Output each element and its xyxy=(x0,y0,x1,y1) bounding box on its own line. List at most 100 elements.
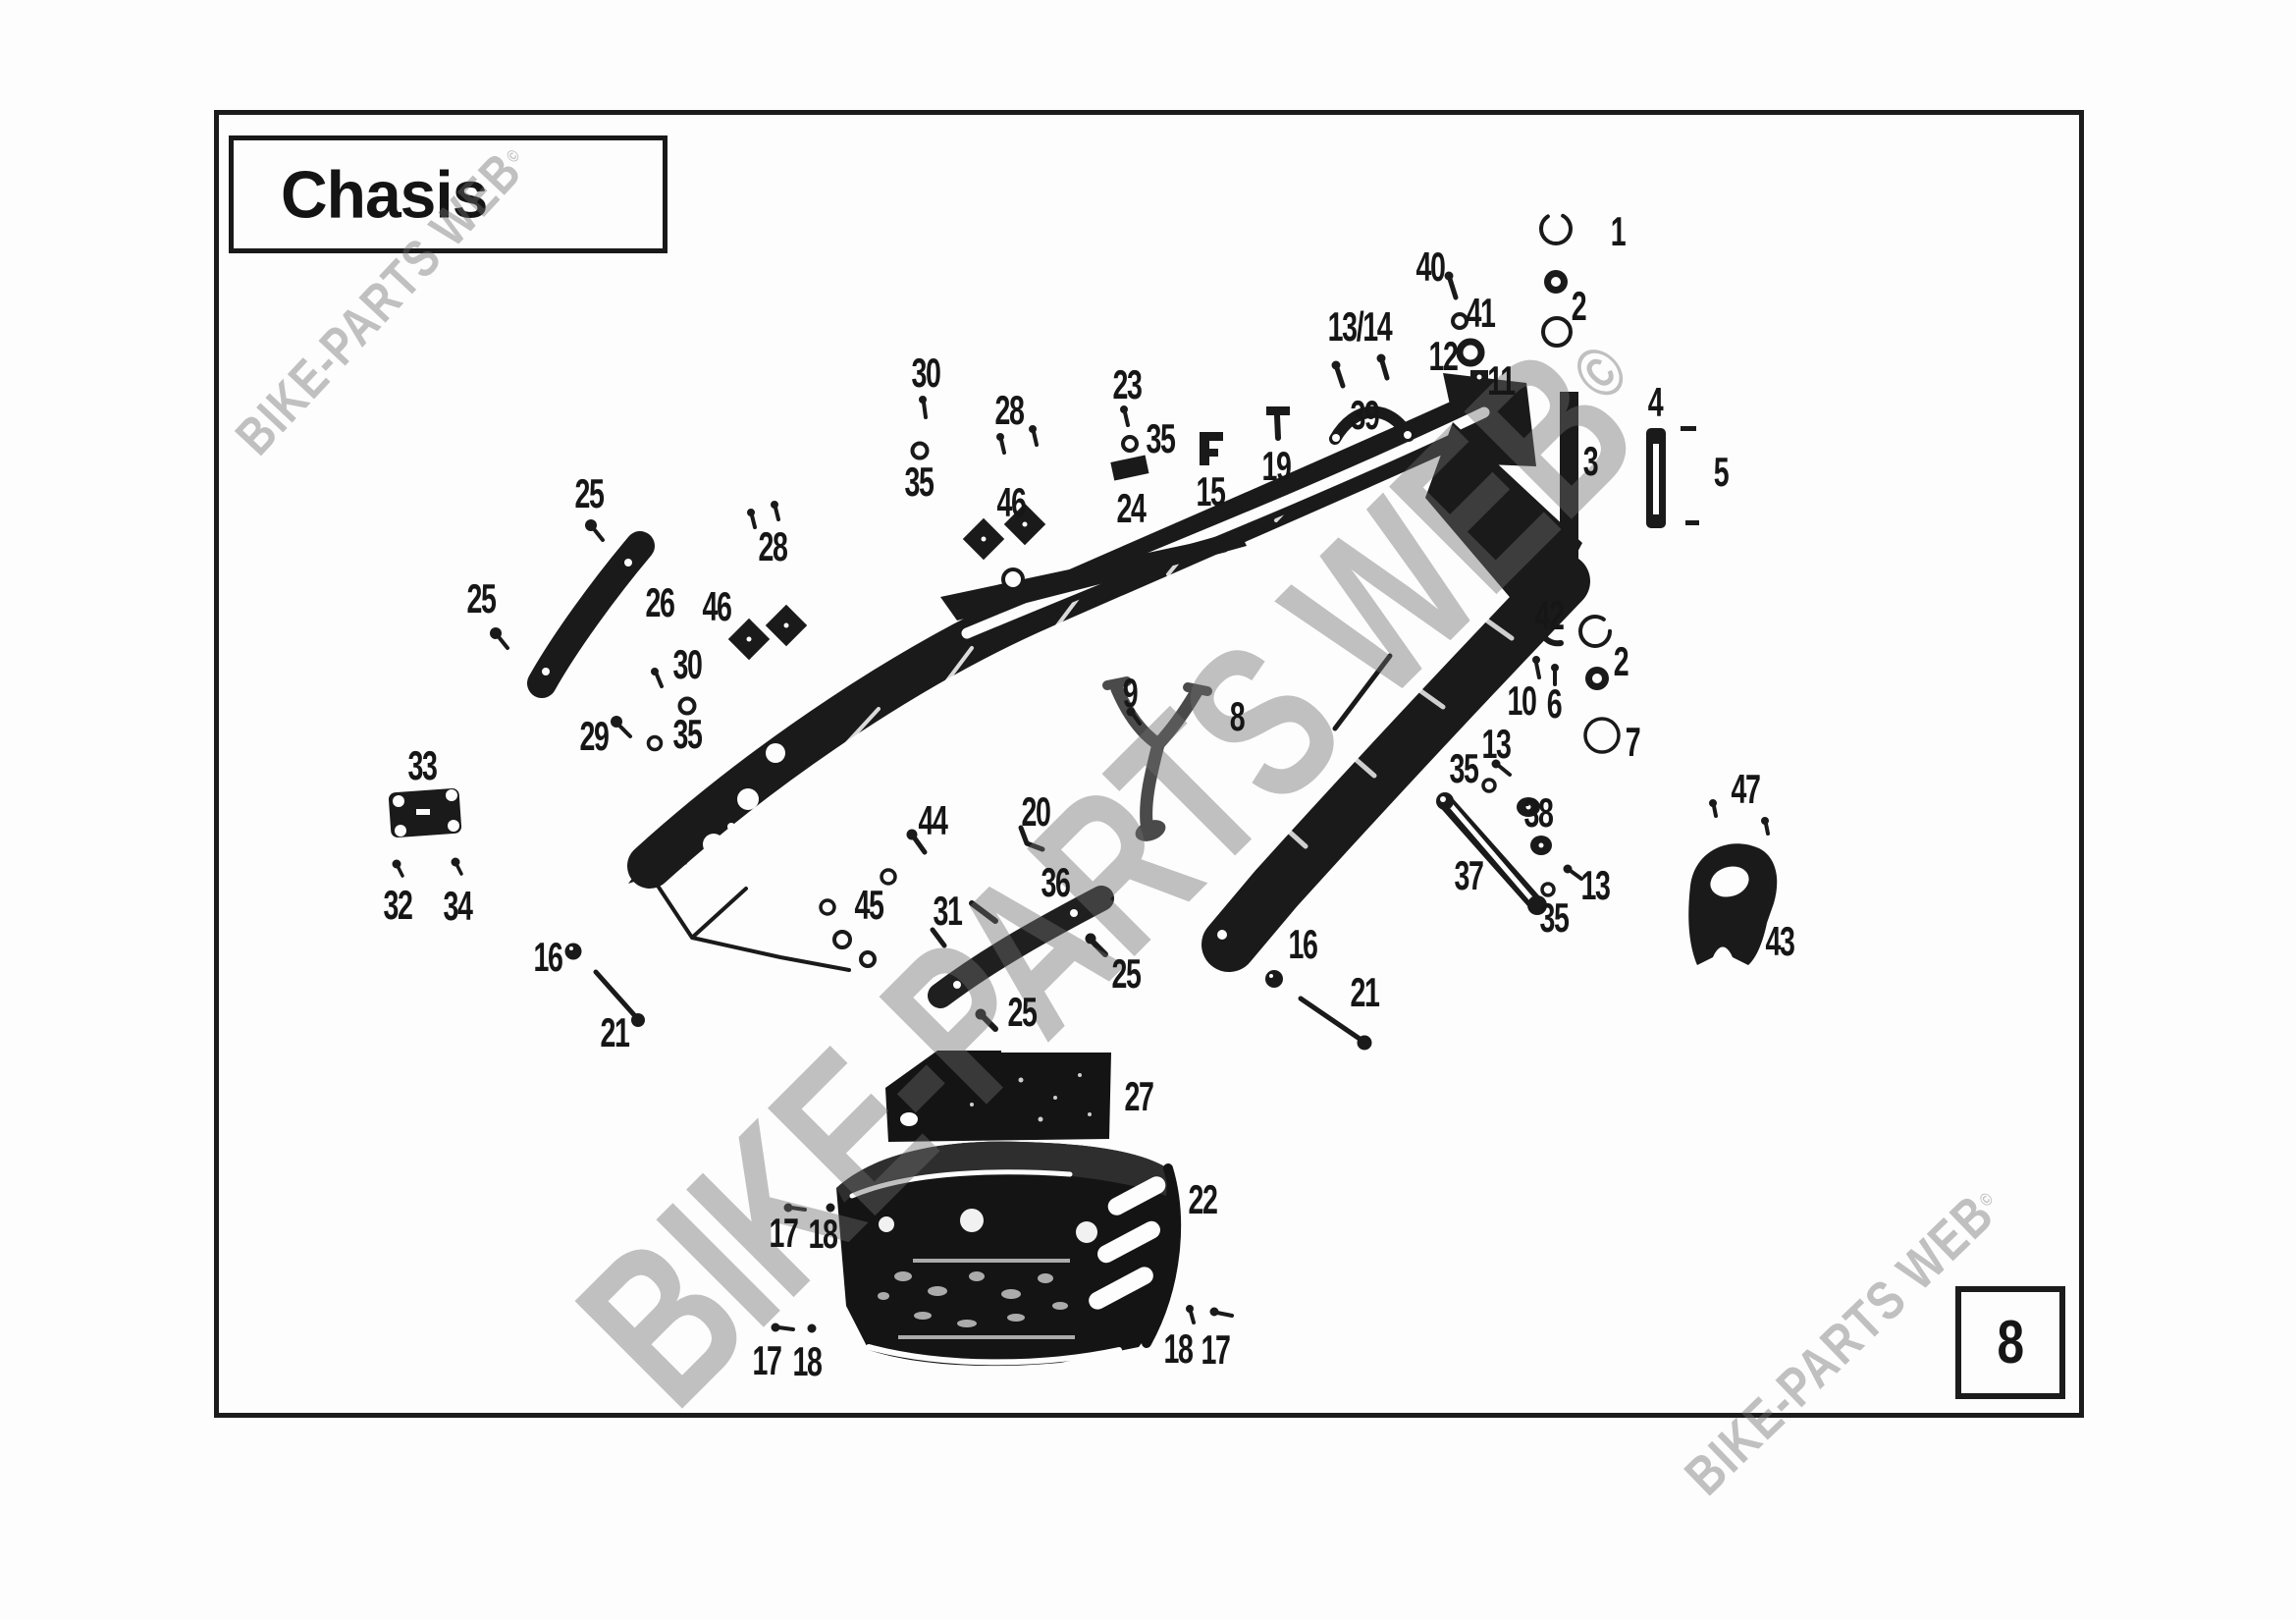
page-border xyxy=(214,110,2084,1418)
part-clamp-43 xyxy=(1688,843,1778,965)
part-clip-15 xyxy=(1200,432,1223,465)
part-screws-17-18-right xyxy=(1186,1305,1234,1324)
part-washer-41 xyxy=(1451,312,1468,330)
part-screw-30b xyxy=(910,396,930,460)
part-screw-10 xyxy=(1532,656,1541,679)
part-callout-16: 16 xyxy=(1288,921,1317,967)
part-callout-33: 33 xyxy=(407,742,437,788)
part-screw-9 xyxy=(1126,707,1142,726)
part-screws-47 xyxy=(1709,799,1770,836)
part-screw-19 xyxy=(1266,406,1290,441)
part-screws-28a xyxy=(996,425,1039,455)
part-plate-24 xyxy=(1110,455,1149,481)
part-bolt-16a xyxy=(564,943,582,960)
part-callout-29: 29 xyxy=(579,713,609,759)
page-number: 8 xyxy=(1997,1309,2024,1377)
part-callout-19: 19 xyxy=(1261,443,1291,489)
part-pin-21b xyxy=(1298,996,1372,1051)
part-callout-6: 6 xyxy=(1546,680,1563,727)
part-bar-3 xyxy=(1560,392,1578,578)
part-screw-32 xyxy=(392,859,404,878)
part-callout-13-14: 13/14 xyxy=(1327,303,1393,350)
part-callout-28: 28 xyxy=(994,387,1024,433)
part-pads-46a xyxy=(727,604,808,661)
part-screw-34 xyxy=(451,857,463,876)
part-callout-21: 21 xyxy=(1350,969,1379,1015)
part-callout-18: 18 xyxy=(792,1338,822,1384)
part-callout-32: 32 xyxy=(383,882,412,928)
part-screw-25b xyxy=(490,627,509,650)
part-callout-10: 10 xyxy=(1507,677,1536,724)
part-callout-41: 41 xyxy=(1466,290,1495,336)
part-callout-11: 11 xyxy=(1487,357,1516,404)
part-callout-25: 25 xyxy=(1007,989,1037,1035)
part-callout-3: 3 xyxy=(1582,438,1599,484)
part-callout-30: 30 xyxy=(911,350,940,396)
part-callout-13: 13 xyxy=(1580,862,1610,908)
part-callout-39: 39 xyxy=(1350,392,1379,438)
part-screws-17-18-lower xyxy=(771,1323,817,1333)
part-callout-2: 2 xyxy=(1571,283,1587,329)
part-circlip-1 xyxy=(1539,212,1573,245)
frame-front-prong xyxy=(940,530,1247,621)
part-grommet-2c xyxy=(1585,667,1609,690)
part-screw-25d xyxy=(975,1008,998,1032)
part-callout-35: 35 xyxy=(904,459,934,505)
part-plate-33 xyxy=(388,788,462,837)
part-callout-7: 7 xyxy=(1625,719,1641,765)
part-callout-44: 44 xyxy=(918,797,947,843)
part-screws-28b xyxy=(747,501,780,529)
part-washer-2a xyxy=(1541,270,1573,348)
part-strut-37 xyxy=(1436,792,1547,915)
page-number-box: 8 xyxy=(1955,1286,2065,1399)
part-pin-21a xyxy=(593,969,645,1027)
part-callout-28: 28 xyxy=(758,523,787,569)
part-bar-4 xyxy=(1646,428,1666,528)
part-screws-13-14 xyxy=(1331,353,1390,389)
part-callout-35: 35 xyxy=(1146,415,1175,461)
part-callout-12: 12 xyxy=(1428,333,1458,379)
part-callout-45: 45 xyxy=(854,882,883,928)
part-callout-2: 2 xyxy=(1613,638,1629,684)
part-callout-20: 20 xyxy=(1021,788,1050,835)
part-callout-15: 15 xyxy=(1196,468,1225,514)
part-callout-40: 40 xyxy=(1415,243,1445,290)
part-callout-31: 31 xyxy=(933,888,962,934)
part-rings-45 xyxy=(819,868,897,916)
part-callout-22: 22 xyxy=(1188,1176,1217,1222)
part-callout-30: 30 xyxy=(672,641,702,687)
part-callout-34: 34 xyxy=(443,883,472,929)
frame-cradle-lines xyxy=(648,872,877,972)
part-strap-26 xyxy=(527,531,655,698)
part-bolt-16b xyxy=(1265,970,1283,988)
part-screw-6 xyxy=(1551,664,1559,686)
part-band-36 xyxy=(928,886,1114,1008)
part-bracket-39 xyxy=(1329,405,1415,445)
part-nut-11 xyxy=(1470,370,1488,385)
part-screw-13b xyxy=(1540,864,1583,897)
part-screw-30a xyxy=(651,668,697,716)
part-fender-22 xyxy=(836,1141,1182,1367)
part-callout-46: 46 xyxy=(702,583,731,629)
part-screw-40 xyxy=(1444,271,1459,300)
page-title: Chasis xyxy=(281,157,488,232)
part-callout-43: 43 xyxy=(1765,918,1794,964)
part-callout-16: 16 xyxy=(533,934,562,980)
part-callout-4: 4 xyxy=(1647,379,1664,425)
frame-top-tube xyxy=(955,401,1496,645)
part-callout-46: 46 xyxy=(996,479,1026,525)
part-screws-17-18-upper xyxy=(783,1203,835,1213)
part-callout-25: 25 xyxy=(466,575,496,621)
part-plate-27 xyxy=(885,1051,1111,1142)
part-callout-13: 13 xyxy=(1481,721,1511,767)
part-callout-8: 8 xyxy=(1229,693,1246,739)
part-callout-37: 37 xyxy=(1454,852,1483,898)
title-box: Chasis xyxy=(229,135,667,253)
part-clip-42 xyxy=(1538,615,1612,648)
part-callout-27: 27 xyxy=(1124,1073,1153,1119)
part-callout-35: 35 xyxy=(1539,894,1569,941)
part-callout-18: 18 xyxy=(808,1211,837,1257)
part-callout-36: 36 xyxy=(1041,859,1070,905)
part-callout-18: 18 xyxy=(1163,1325,1193,1372)
